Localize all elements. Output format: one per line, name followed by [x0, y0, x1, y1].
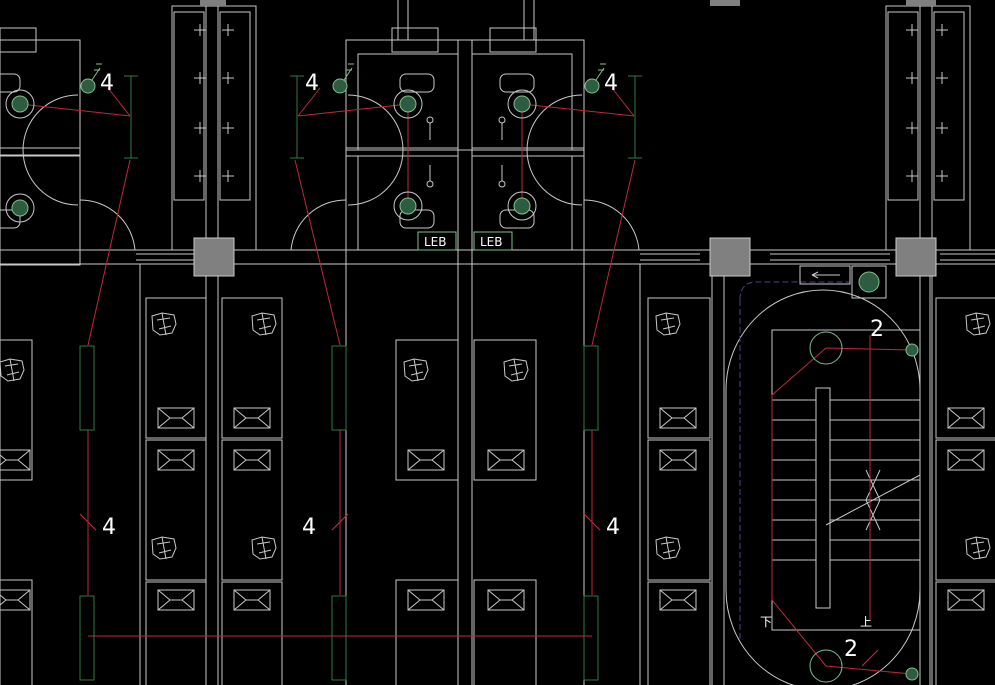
- leb-label: LEB: [480, 235, 503, 249]
- circuit-label: 4: [606, 515, 620, 540]
- switch-ticks: [91, 63, 606, 81]
- circuit-label: 2: [870, 317, 884, 342]
- circuit-label: 4: [302, 515, 316, 540]
- wiring: [19, 87, 913, 675]
- circuit-label: 4: [102, 515, 116, 540]
- stair-down-mark: 下: [760, 615, 772, 629]
- exit-sign: [799, 265, 851, 285]
- leb-box: [417, 231, 457, 251]
- structural-columns: [193, 237, 937, 277]
- stair-dashed-line: [739, 281, 850, 640]
- light-fixtures: [5, 78, 919, 683]
- riser-marks: [194, 24, 948, 182]
- stair-up-mark: 上: [860, 615, 872, 629]
- stairwell: [725, 289, 921, 685]
- circuit-label: 4: [305, 71, 319, 96]
- circuit-slash-marks: [79, 513, 879, 667]
- conduit-segments: [79, 75, 642, 681]
- leb-label: LEB: [424, 235, 447, 249]
- labels: 4 4 4 4 4 4 2 2 LEB LEB 下 上: [100, 71, 884, 662]
- circuit-label: 4: [100, 71, 114, 96]
- circuit-label: 4: [604, 71, 618, 96]
- circuit-label: 2: [844, 637, 858, 662]
- pillows-and-quilts: [0, 312, 991, 611]
- leb-box: [473, 231, 513, 251]
- beds: [0, 297, 995, 685]
